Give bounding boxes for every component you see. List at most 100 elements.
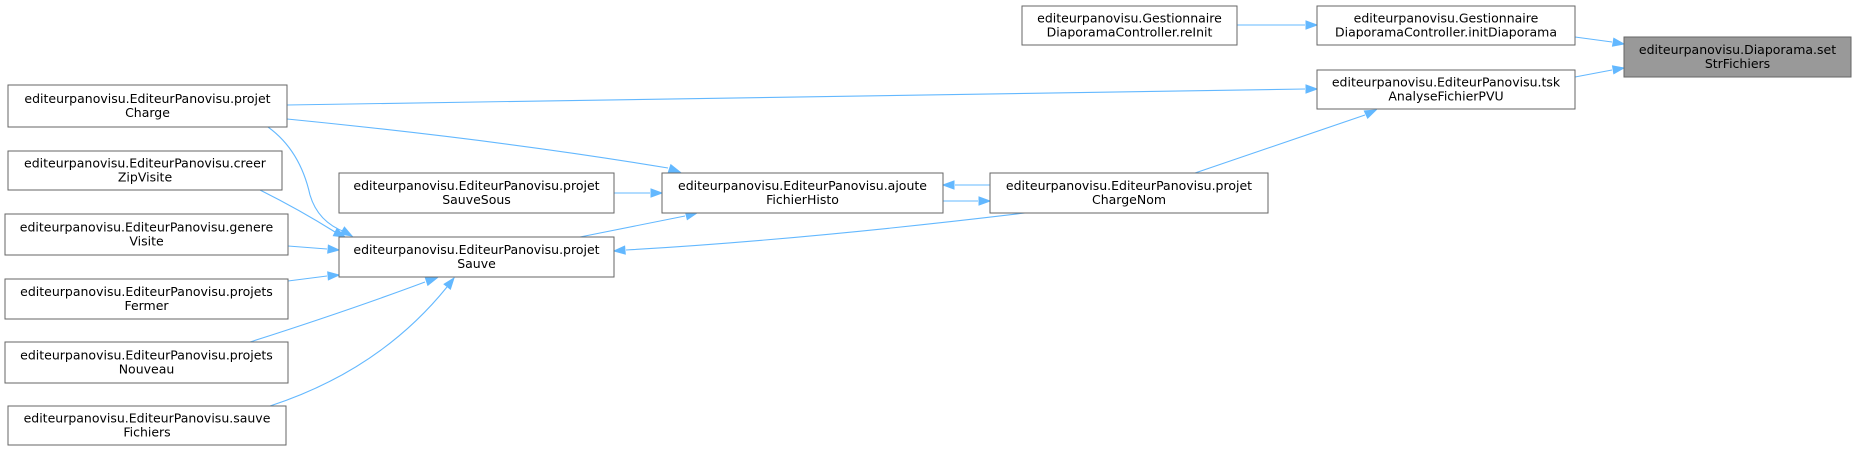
arrowhead-icon — [978, 196, 992, 206]
node-label-line: ZipVisite — [118, 170, 173, 185]
edge-reInit-to-initDiaporama — [1237, 20, 1319, 30]
node-projetCharge[interactable]: editeurpanovisu.EditeurPanovisu.projetCh… — [7, 84, 288, 128]
node-label-line: editeurpanovisu.EditeurPanovisu.sauve — [24, 411, 271, 426]
node-projetSauve[interactable]: editeurpanovisu.EditeurPanovisu.projetSa… — [338, 236, 615, 278]
edge-line — [249, 281, 426, 343]
node-label-line: editeurpanovisu.EditeurPanovisu.tsk — [1332, 75, 1561, 90]
edge-projetCharge-to-projetSauve — [267, 126, 354, 237]
node-label-line: Fichiers — [123, 425, 170, 440]
node-label-line: AnalyseFichierPVU — [1388, 89, 1503, 104]
edge-line — [1194, 114, 1366, 174]
node-label-line: editeurpanovisu.EditeurPanovisu.projet — [1006, 178, 1252, 193]
node-box[interactable] — [989, 172, 1269, 214]
node-label-line: Charge — [125, 105, 170, 120]
arrowhead-icon — [612, 245, 626, 255]
node-label-line: ChargeNom — [1092, 192, 1166, 207]
node-box[interactable] — [1623, 36, 1852, 78]
node-projetChargeNom[interactable]: editeurpanovisu.EditeurPanovisu.projetCh… — [989, 172, 1269, 214]
arrowhead-icon — [1305, 20, 1319, 30]
edge-line — [259, 189, 336, 233]
arrowhead-icon — [424, 277, 439, 287]
arrowhead-icon — [339, 226, 354, 237]
edge-projetSauveSous-to-ajouteFichierHisto — [614, 188, 664, 198]
node-box[interactable] — [4, 213, 289, 256]
node-box[interactable] — [1316, 5, 1576, 46]
node-label-line: editeurpanovisu.EditeurPanovisu.ajoute — [678, 178, 927, 193]
arrowhead-icon — [327, 244, 341, 254]
node-box[interactable] — [1021, 5, 1238, 46]
edge-genereVisite-to-projetSauve — [287, 244, 341, 254]
node-label-line: Sauve — [457, 256, 496, 271]
edge-sauveFichiers-to-projetSauve — [269, 276, 455, 407]
node-sauveFichiers[interactable]: editeurpanovisu.EditeurPanovisu.sauveFic… — [7, 405, 287, 446]
arrowhead-icon — [327, 271, 341, 281]
node-label-line: editeurpanovisu.Diaporama.set — [1639, 42, 1836, 57]
node-box[interactable] — [661, 172, 944, 214]
node-projetsNouveau[interactable]: editeurpanovisu.EditeurPanovisu.projetsN… — [4, 341, 289, 384]
node-label-line: editeurpanovisu.EditeurPanovisu.projets — [20, 348, 273, 363]
node-box[interactable] — [1316, 69, 1576, 110]
node-genereVisite[interactable]: editeurpanovisu.EditeurPanovisu.genereVi… — [4, 213, 289, 256]
edge-line — [579, 215, 686, 238]
arrowhead-icon — [1363, 109, 1378, 120]
node-creerZipVisite[interactable]: editeurpanovisu.EditeurPanovisu.creerZip… — [7, 150, 283, 191]
node-projetsFermer[interactable]: editeurpanovisu.EditeurPanovisu.projetsF… — [4, 278, 289, 320]
node-label-line: FichierHisto — [766, 192, 839, 207]
node-box[interactable] — [7, 405, 287, 446]
node-box[interactable] — [7, 84, 288, 128]
node-ajouteFichierHisto[interactable]: editeurpanovisu.EditeurPanovisu.ajouteFi… — [661, 172, 944, 214]
node-box[interactable] — [338, 236, 615, 278]
node-initDiaporama[interactable]: editeurpanovisu.GestionnaireDiaporamaCon… — [1316, 5, 1576, 46]
edge-line — [286, 118, 669, 169]
node-label-line: DiaporamaController.initDiaporama — [1335, 25, 1557, 40]
edge-line — [625, 212, 1026, 251]
node-label-line: editeurpanovisu.EditeurPanovisu.projet — [353, 178, 599, 193]
edge-line — [1574, 69, 1613, 78]
edge-line — [286, 88, 1306, 106]
node-label-line: Visite — [129, 234, 164, 249]
node-box[interactable] — [4, 341, 289, 384]
node-label-line: editeurpanovisu.EditeurPanovisu.genere — [20, 220, 274, 235]
node-box[interactable] — [7, 150, 283, 191]
arrowhead-icon — [1611, 37, 1626, 47]
node-reInit[interactable]: editeurpanovisu.GestionnaireDiaporamaCon… — [1021, 5, 1238, 46]
arrowhead-icon — [941, 180, 955, 190]
node-box[interactable] — [338, 172, 615, 214]
node-label-line: editeurpanovisu.EditeurPanovisu.creer — [24, 156, 267, 171]
node-label-line: Nouveau — [119, 362, 175, 377]
node-label-line: editeurpanovisu.Gestionnaire — [1354, 11, 1539, 26]
node-label-line: Fermer — [124, 298, 169, 313]
edge-projetChargeNom-to-tskAnalyse — [1194, 109, 1378, 174]
edge-line — [269, 286, 448, 407]
node-label-line: editeurpanovisu.Gestionnaire — [1037, 11, 1222, 26]
node-box[interactable] — [4, 278, 289, 320]
node-projetSauveSous[interactable]: editeurpanovisu.EditeurPanovisu.projetSa… — [338, 172, 615, 214]
node-label-line: DiaporamaController.reInit — [1047, 25, 1213, 40]
arrowhead-icon — [332, 227, 347, 238]
edge-creerZipVisite-to-projetSauve — [259, 189, 347, 238]
node-label-line: SauveSous — [442, 192, 511, 207]
edge-line — [287, 275, 328, 282]
edge-tskAnalyse-to-root — [1574, 65, 1626, 78]
edge-initDiaporama-to-root — [1574, 36, 1626, 47]
arrowhead-icon — [443, 276, 455, 290]
node-label-line: editeurpanovisu.EditeurPanovisu.projets — [20, 284, 273, 299]
edge-projetsFermer-to-projetSauve — [287, 271, 341, 282]
edge-projetSauve-to-ajouteFichierHisto — [579, 211, 699, 238]
node-label-line: editeurpanovisu.EditeurPanovisu.projet — [24, 91, 270, 106]
node-label-line: editeurpanovisu.EditeurPanovisu.projet — [353, 242, 599, 257]
edge-projetChargeNom-to-projetSauve — [612, 212, 1026, 255]
arrowhead-icon — [650, 188, 664, 198]
edge-projetCharge-to-ajouteFichierHisto — [286, 118, 682, 173]
node-tskAnalyse[interactable]: editeurpanovisu.EditeurPanovisu.tskAnaly… — [1316, 69, 1576, 110]
edge-projetCharge-to-tskAnalyse — [286, 84, 1319, 106]
edge-ajouteFichierHisto-to-projetChargeNom — [943, 196, 992, 206]
edge-line — [267, 126, 346, 233]
nodes-layer: editeurpanovisu.Diaporama.setStrFichiers… — [4, 5, 1852, 446]
edge-line — [1574, 36, 1613, 43]
arrowhead-icon — [667, 163, 682, 173]
edge-projetsNouveau-to-projetSauve — [249, 277, 439, 343]
arrowhead-icon — [1305, 84, 1319, 94]
